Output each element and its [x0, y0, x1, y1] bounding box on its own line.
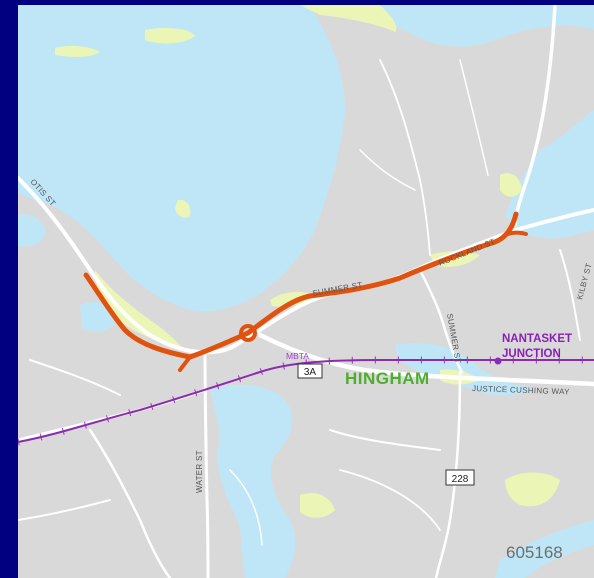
project-corridor — [83, 211, 528, 372]
bay-water-north — [330, 5, 594, 47]
park-west-shore — [95, 270, 185, 350]
map-canvas[interactable]: OTIS ST SUMMER ST ROCKLAND ST SUMMER ST … — [18, 5, 594, 578]
park-east — [500, 173, 522, 197]
estuary-south — [210, 384, 296, 578]
bay-water — [18, 5, 345, 312]
island-3 — [175, 199, 191, 218]
town-label: HINGHAM — [345, 369, 430, 388]
justice-cushing-way-label: JUSTICE CUSHING WAY — [472, 384, 570, 396]
rotary-circle — [239, 324, 257, 342]
map-svg: OTIS ST SUMMER ST ROCKLAND ST SUMMER ST … — [18, 5, 594, 578]
small-pond-west — [18, 214, 46, 247]
project-id-label: 605168 — [506, 543, 563, 562]
island-2 — [145, 28, 195, 44]
mbta-label: MBTA — [286, 351, 309, 361]
svg-text:228: 228 — [452, 474, 469, 485]
river-southeast — [495, 520, 594, 578]
pond-south-east — [395, 343, 535, 396]
water-st-label: WATER ST — [195, 450, 204, 493]
park-southwest — [300, 493, 335, 518]
station-label-line2: JUNCTION — [502, 348, 561, 360]
harbor-inlet-east — [505, 110, 594, 239]
park-southeast — [505, 472, 560, 507]
mbta-rail-line — [18, 356, 594, 446]
route-228-shield: 228 — [445, 469, 475, 486]
road-network — [18, 5, 594, 578]
route-3a-shield: 3A — [297, 363, 323, 379]
park-north-shore — [300, 5, 397, 32]
svg-text:3A: 3A — [304, 367, 317, 378]
station-label-line1: NANTASKET — [502, 333, 572, 345]
station-marker[interactable] — [494, 357, 502, 365]
island-1 — [55, 45, 100, 57]
